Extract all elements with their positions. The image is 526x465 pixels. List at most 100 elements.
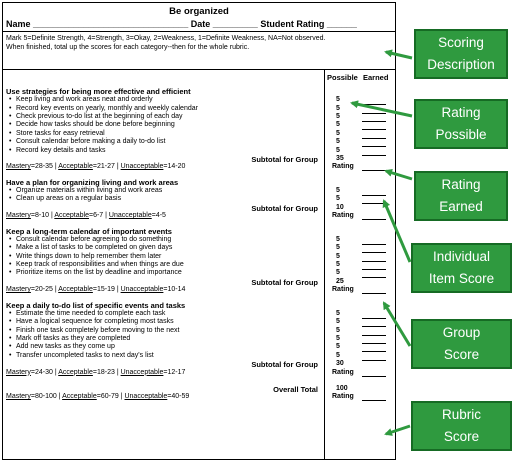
earned-score-blank[interactable] bbox=[362, 129, 386, 131]
item-possible-points: 5 bbox=[336, 195, 340, 203]
mastery-ranges: Mastery=28-35 | Acceptable=21-27 | Unacc… bbox=[6, 163, 186, 171]
instructions-line-2: When finished, total up the scores for e… bbox=[6, 44, 250, 51]
rubric-item: Finish one task completely before moving… bbox=[9, 327, 179, 334]
item-possible-points: 5 bbox=[336, 269, 340, 277]
earned-score-blank[interactable] bbox=[362, 359, 386, 361]
item-possible-points: 5 bbox=[336, 252, 340, 260]
mastery-ranges: Mastery=24-30 | Acceptable=18-23 | Unacc… bbox=[6, 368, 186, 376]
overall-total-value: 100 bbox=[336, 385, 348, 392]
rubric-item: Store tasks for easy retrieval bbox=[9, 130, 105, 137]
overall-rating-label: Rating bbox=[332, 393, 354, 401]
earned-score-blank[interactable] bbox=[362, 121, 386, 122]
rubric-title: Be organized bbox=[169, 6, 229, 17]
rubric-document: Be organized Name ______________________… bbox=[2, 2, 396, 460]
item-possible-points: 5 bbox=[336, 343, 340, 351]
earned-score-blank[interactable] bbox=[362, 203, 386, 205]
item-possible-points: 5 bbox=[336, 129, 340, 137]
item-possible-points: 5 bbox=[336, 335, 340, 342]
mastery-ranges: Mastery=20-25 | Acceptable=15-19 | Unacc… bbox=[6, 286, 186, 294]
rubric-item: Transfer uncompleted tasks to next day's… bbox=[9, 352, 154, 359]
name-date-rating-line: Name _______________________________ Dat… bbox=[6, 19, 357, 29]
item-possible-points: 5 bbox=[336, 187, 340, 194]
earned-column-header: Earned bbox=[363, 73, 389, 82]
overall-total-label: Overall Total bbox=[273, 385, 318, 394]
item-possible-points: 5 bbox=[336, 309, 340, 317]
group-rating-label: Rating bbox=[332, 286, 354, 294]
rubric-item: Consult calendar before making a daily t… bbox=[9, 138, 165, 145]
earned-score-blank[interactable] bbox=[362, 137, 386, 139]
earned-score-blank[interactable] bbox=[362, 269, 386, 270]
earned-score-blank[interactable] bbox=[362, 243, 386, 245]
item-possible-points: 5 bbox=[336, 121, 340, 129]
item-possible-points: 5 bbox=[336, 104, 340, 112]
subtotal-label: Subtotal for Group bbox=[251, 277, 318, 287]
rubric-item: Organize materials within living and wor… bbox=[9, 187, 162, 194]
subtotal-label: Subtotal for Group bbox=[251, 203, 318, 213]
item-possible-points: 5 bbox=[336, 96, 340, 104]
rubric-item: Have a logical sequence for completing m… bbox=[9, 318, 174, 325]
mastery-ranges: Mastery=80-100 | Acceptable=60-79 | Unac… bbox=[6, 393, 190, 401]
subtotal-label: Subtotal for Group bbox=[251, 155, 318, 164]
earned-score-blank[interactable] bbox=[362, 375, 386, 377]
rubric-item: Make a list of tasks to be completed on … bbox=[9, 244, 172, 251]
earned-score-blank[interactable] bbox=[362, 154, 386, 156]
earned-score-blank[interactable] bbox=[362, 112, 386, 114]
rubric-item: Add new tasks as they come up bbox=[9, 343, 115, 350]
subtotal-possible: 30 bbox=[336, 360, 344, 368]
earned-score-blank[interactable] bbox=[362, 351, 386, 353]
earned-score-blank[interactable] bbox=[362, 252, 386, 254]
earned-score-blank[interactable] bbox=[362, 104, 386, 106]
student-rating-label: Student Rating bbox=[260, 19, 325, 29]
earned-score-blank[interactable] bbox=[362, 317, 386, 319]
subtotal-label: Subtotal for Group bbox=[251, 360, 318, 370]
rubric-item: Clean up areas on a regular basis bbox=[9, 195, 121, 202]
item-possible-points: 5 bbox=[336, 138, 340, 146]
divider bbox=[3, 69, 395, 70]
subtotal-possible: 10 bbox=[336, 203, 344, 211]
mastery-ranges: Mastery=8-10 | Acceptable=6-7 | Unaccept… bbox=[6, 212, 166, 220]
earned-score-blank[interactable] bbox=[362, 343, 386, 344]
possible-column-header: Possible bbox=[327, 73, 358, 82]
instructions-line-1: Mark 5=Definite Strength, 4=Strength, 3=… bbox=[6, 35, 326, 42]
rubric-item: Record key details and tasks bbox=[9, 147, 105, 154]
date-label: Date bbox=[190, 19, 211, 29]
item-possible-points: 5 bbox=[336, 261, 340, 268]
rubric-item: Consult calendar before agreeing to do s… bbox=[9, 236, 171, 243]
item-possible-points: 5 bbox=[336, 235, 340, 243]
group-rating-label: Rating bbox=[332, 163, 354, 171]
section-heading: Keep a daily to-do list of specific even… bbox=[6, 300, 186, 310]
rubric-item: Check previous to-do list at the beginni… bbox=[9, 113, 183, 120]
divider bbox=[3, 31, 395, 32]
section-heading: Have a plan for organizing living and wo… bbox=[6, 177, 179, 187]
rubric-item: Mark off tasks as they are completed bbox=[9, 335, 130, 342]
group-rating-label: Rating bbox=[332, 368, 354, 376]
earned-score-blank[interactable] bbox=[362, 260, 386, 262]
earned-score-blank[interactable] bbox=[362, 400, 386, 402]
rubric-item: Write things down to help remember them … bbox=[9, 253, 161, 260]
name-label: Name bbox=[6, 19, 31, 29]
earned-score-blank[interactable] bbox=[362, 195, 386, 196]
earned-score-blank[interactable] bbox=[362, 277, 386, 279]
section-heading: Keep a long-term calendar of important e… bbox=[6, 226, 172, 236]
item-possible-points: 5 bbox=[336, 318, 340, 326]
earned-score-blank[interactable] bbox=[362, 326, 386, 328]
rubric-item: Keep living and work areas neat and orde… bbox=[9, 96, 153, 103]
earned-score-blank[interactable] bbox=[362, 146, 386, 148]
item-possible-points: 5 bbox=[336, 244, 340, 252]
item-possible-points: 5 bbox=[336, 326, 340, 334]
subtotal-possible: 35 bbox=[336, 155, 344, 162]
rubric-item: Estimate the time needed to complete eac… bbox=[9, 310, 165, 317]
earned-score-blank[interactable] bbox=[362, 170, 386, 172]
earned-score-blank[interactable] bbox=[362, 293, 386, 295]
item-possible-points: 5 bbox=[336, 113, 340, 120]
rubric-item: Prioritize items on the list by deadline… bbox=[9, 269, 182, 276]
earned-score-blank[interactable] bbox=[362, 219, 386, 221]
section-heading: Use strategies for being more effective … bbox=[6, 87, 191, 96]
earned-score-blank[interactable] bbox=[362, 334, 386, 336]
